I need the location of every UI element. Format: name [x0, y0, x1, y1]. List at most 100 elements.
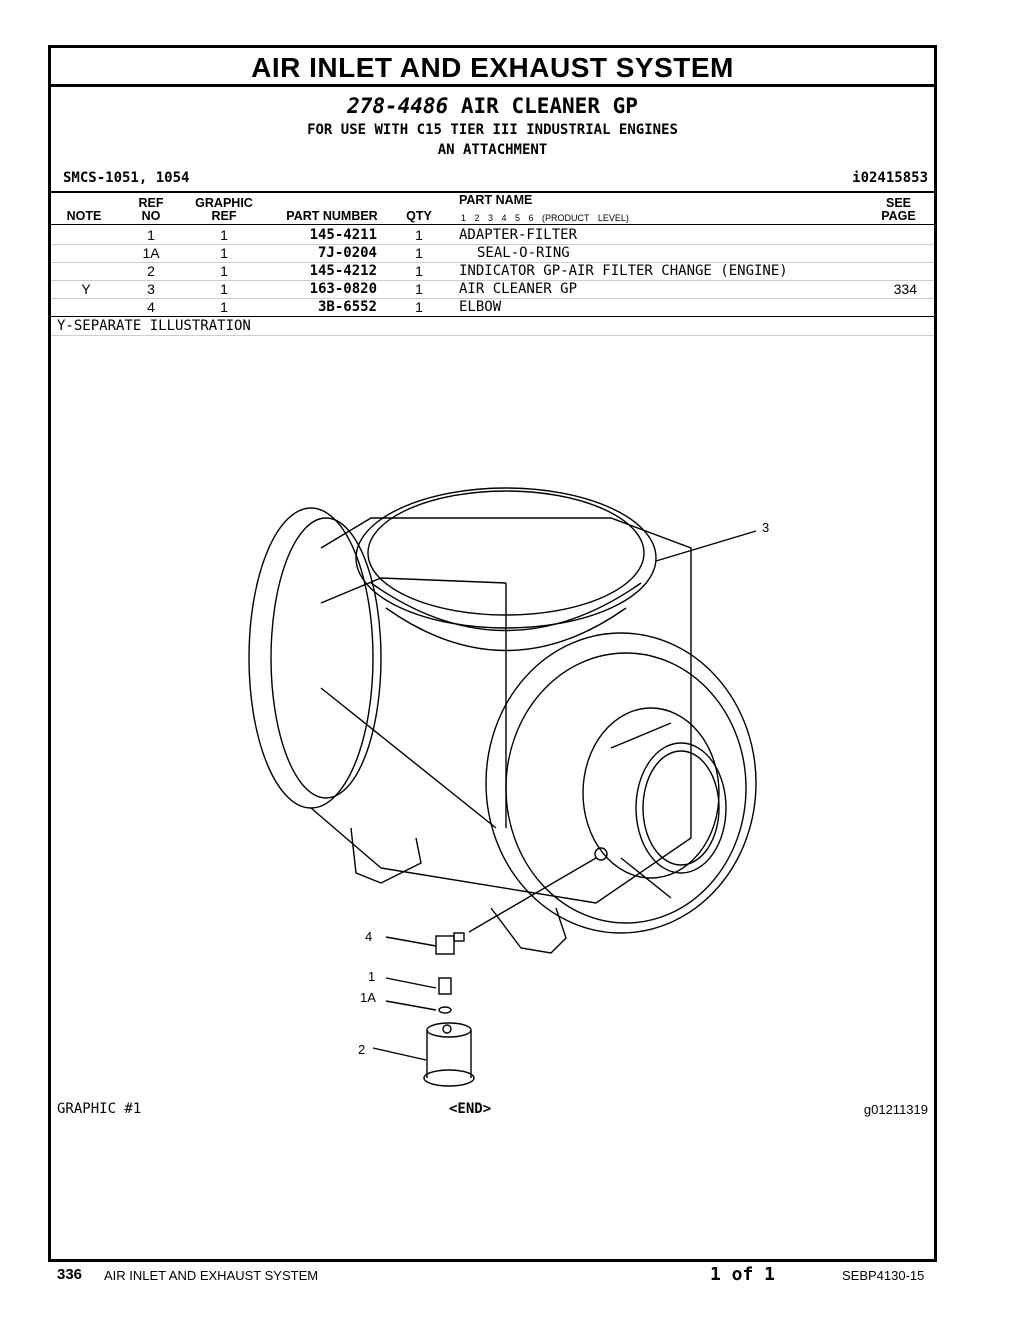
- row-qty: 1: [415, 281, 423, 297]
- inlet-ring-inner: [367, 490, 645, 616]
- mounting-foot-right: [490, 907, 567, 954]
- elbow-nipple: [453, 932, 465, 942]
- indicator-port: [594, 847, 608, 861]
- page-frame: AIR INLET AND EXHAUST SYSTEM 278-4486 AI…: [48, 45, 937, 1262]
- row-graphic: 1: [220, 263, 228, 279]
- elbow-part: [435, 935, 455, 955]
- footer-section: AIR INLET AND EXHAUST SYSTEM: [104, 1268, 319, 1283]
- section-title: AIR INLET AND EXHAUST SYSTEM: [51, 48, 934, 87]
- rear-end-cap: [248, 507, 374, 809]
- row-ref: 1A: [142, 245, 160, 261]
- row-part-name: SEAL-O-RING: [477, 245, 570, 261]
- row-part-number: 163-0820: [309, 281, 377, 297]
- group-number: 278-4486: [347, 94, 449, 118]
- row-ref: 2: [147, 263, 155, 279]
- housing-seam: [320, 687, 497, 829]
- leader-2: [372, 1047, 427, 1061]
- outlet-opening-inner: [642, 750, 720, 866]
- inlet-collar: [370, 582, 642, 632]
- table-bottom-rule: [51, 316, 934, 317]
- graphic-id: g01211319: [863, 1102, 928, 1117]
- row-part-number: 145-4211: [309, 227, 377, 243]
- col-graphic-bottom: REF: [211, 209, 237, 223]
- group-title: 278-4486 AIR CLEANER GP: [51, 94, 934, 118]
- row-divider: [51, 262, 934, 263]
- row-part-name: AIR CLEANER GP: [459, 281, 578, 297]
- row-graphic: 1: [220, 299, 228, 315]
- leader-1: [385, 977, 437, 989]
- col-part-number: PART NUMBER: [286, 209, 378, 223]
- row-ref: 3: [147, 281, 155, 297]
- callout-2: 2: [358, 1042, 366, 1057]
- col-ref-top: REF: [138, 196, 164, 210]
- header-rule: [51, 224, 934, 225]
- adapter-part: [438, 977, 452, 995]
- col-part-name: PART NAME: [459, 193, 533, 207]
- row-part-name: ADAPTER-FILTER: [459, 227, 578, 243]
- indicator-body: [426, 1030, 472, 1078]
- smcs-code: SMCS-1051, 1054: [63, 170, 190, 186]
- footer-doc-id: SEBP4130-15: [842, 1268, 925, 1283]
- leader-1a: [385, 1000, 437, 1011]
- col-see-top: SEE: [885, 196, 911, 210]
- callout-3: 3: [762, 520, 770, 535]
- col-product-levels: 1 2 3 4 5 6 (PRODUCT LEVEL): [461, 213, 629, 223]
- footer-page-number: 336: [57, 1266, 83, 1283]
- row-qty: 1: [415, 299, 423, 315]
- usage-line: FOR USE WITH C15 TIER III INDUSTRIAL ENG…: [307, 122, 678, 138]
- row-see-page: 334: [893, 281, 917, 297]
- row-part-name: INDICATOR GP-AIR FILTER CHANGE (ENGINE): [459, 263, 788, 279]
- row-note: Y: [81, 281, 91, 297]
- row-graphic: 1: [220, 245, 228, 261]
- row-part-name: ELBOW: [459, 299, 502, 315]
- row-part-number: 3B-6552: [317, 299, 377, 315]
- outlet-tube-bottom: [620, 857, 672, 899]
- housing-body: [310, 517, 692, 904]
- mounting-foot-left: [350, 827, 422, 884]
- inlet-ring-outer: [355, 487, 657, 629]
- legend-divider: [51, 335, 934, 336]
- callout-4: 4: [365, 929, 373, 944]
- outlet-tube-top: [610, 722, 672, 749]
- inlet-collar-lower: [385, 607, 627, 652]
- note-legend: Y-SEPARATE ILLUSTRATION: [57, 318, 251, 334]
- row-part-number: 7J-0204: [317, 245, 377, 261]
- attachment-line: AN ATTACHMENT: [437, 142, 548, 158]
- row-ref: 1: [147, 227, 155, 243]
- o-ring-part: [438, 1006, 452, 1014]
- col-qty: QTY: [406, 209, 432, 223]
- row-ref: 4: [147, 299, 155, 315]
- leader-4b: [468, 857, 597, 933]
- row-divider: [51, 298, 934, 299]
- row-qty: 1: [415, 263, 423, 279]
- footer-page-of: 1 of 1: [710, 1264, 776, 1285]
- row-graphic: 1: [220, 227, 228, 243]
- indicator-stem: [442, 1024, 452, 1034]
- air-cleaner-illustration: [248, 487, 757, 1087]
- outlet-opening: [635, 742, 727, 874]
- info-id: i02415853: [852, 170, 928, 186]
- row-divider: [51, 280, 934, 281]
- col-note: NOTE: [66, 209, 102, 223]
- graphic-label: GRAPHIC #1: [57, 1101, 142, 1117]
- rear-end-cap-rim: [270, 517, 382, 799]
- front-cover: [485, 632, 757, 934]
- callout-1a: 1A: [360, 990, 376, 1005]
- housing-edge: [320, 577, 507, 604]
- row-qty: 1: [415, 245, 423, 261]
- group-name: AIR CLEANER GP: [460, 94, 638, 118]
- row-part-number: 145-4212: [309, 263, 377, 279]
- col-ref-bottom: NO: [141, 209, 161, 223]
- col-see-bottom: PAGE: [881, 209, 916, 223]
- row-divider: [51, 244, 934, 245]
- leader-3: [655, 530, 757, 562]
- callout-1: 1: [368, 969, 376, 984]
- row-qty: 1: [415, 227, 423, 243]
- end-marker: <END>: [449, 1101, 492, 1117]
- outlet-tube-base: [582, 707, 720, 879]
- indicator-base: [423, 1069, 475, 1087]
- leader-4: [385, 936, 437, 947]
- table-top-rule: [51, 191, 934, 193]
- col-graphic-top: GRAPHIC: [195, 196, 253, 210]
- front-cover-rim: [505, 652, 747, 924]
